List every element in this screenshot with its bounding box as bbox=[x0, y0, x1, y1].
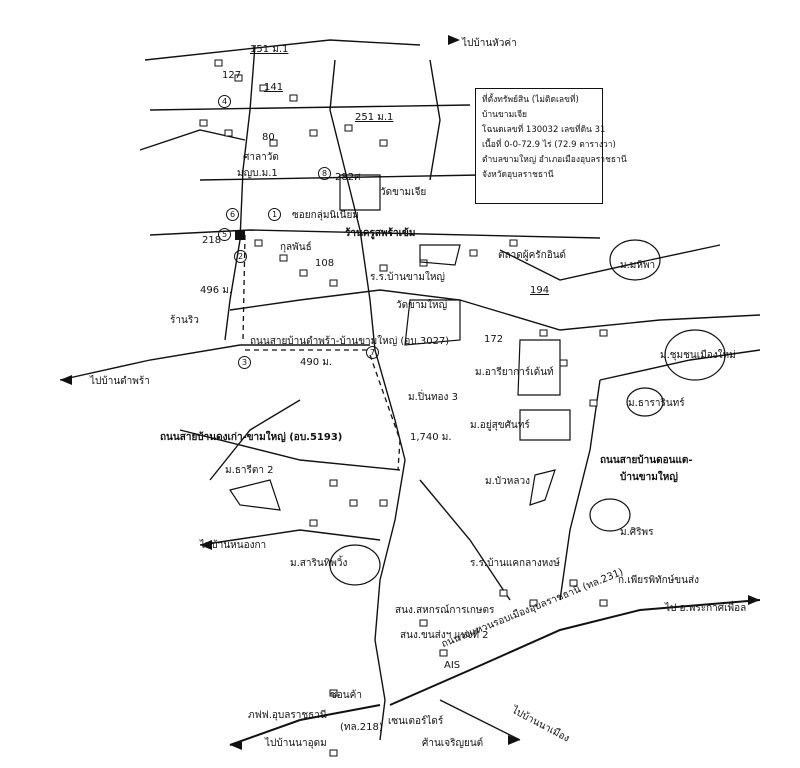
road-label-to-ubon: ไป อ.พระกาศเพื่อล bbox=[665, 603, 747, 614]
distance-194: 194 bbox=[530, 285, 550, 296]
road-label-sam-phrao: ถนนสายบ้านดำพร้า-บ้านขามใหญ่ (อบ.3027) bbox=[250, 336, 450, 347]
label-sala: ศาลาวัด bbox=[243, 152, 279, 163]
road-label-don-kae-2: บ้านขามใหญ่ bbox=[620, 472, 678, 483]
label-kaen: ศ้านเจริญยนต์ bbox=[422, 738, 484, 749]
distance-218: 218 bbox=[202, 235, 222, 246]
marker-2: 2 bbox=[234, 250, 247, 263]
label-office2: สนง.ขนส่งฯ แห่งที่ 2 bbox=[400, 630, 489, 641]
road-label-highway-218: (ทล.218) bbox=[340, 722, 383, 733]
label-m-thurit: ม.ธารีตา 2 bbox=[225, 465, 274, 476]
marker-8: 8 bbox=[318, 167, 331, 180]
label-m-sukhon: ม.ชุมชนเมืองใหม่ bbox=[660, 350, 736, 361]
info-district: ตำบลขามใหญ่ อำเภอเมืองอุบลราชธานี bbox=[482, 155, 627, 165]
distance-108: 108 bbox=[315, 258, 335, 269]
label-kaset: สนง.สหกรณ์การเกษตร bbox=[395, 605, 495, 616]
label-m-siriphorn: ม.ศิริพร bbox=[620, 527, 654, 538]
marker-4: 4 bbox=[218, 95, 231, 108]
label-m-moo: ม.มหิพา bbox=[620, 260, 656, 271]
distance-141: 141 bbox=[264, 82, 284, 93]
marker-3: 3 bbox=[238, 356, 251, 369]
marker-1: 1 bbox=[268, 208, 281, 221]
distance-127: 127 bbox=[222, 70, 242, 81]
label-market: ตลาดผู้ครักอินด์ bbox=[498, 250, 567, 261]
label-m-anusan: ม.อยู่สุขศันทร์ bbox=[470, 420, 530, 431]
label-ais: AIS bbox=[444, 660, 461, 671]
distance-151: 151 ม.1 bbox=[250, 44, 289, 55]
distance-2828: 282ศ bbox=[335, 172, 361, 183]
road-label-to-south-west: ไปบ้านนาอุดม bbox=[265, 738, 327, 749]
property-info-box: ที่ตั้งทรัพย์สิน (ไม่ติดเลขที่) บ้านขามเ… bbox=[475, 88, 627, 204]
label-zone: ชอนค้า bbox=[330, 690, 362, 701]
road-label-to-nong-kha-2: ไปบ้านหนองกา bbox=[200, 540, 267, 551]
label-wat-kham-yai: วัดขามใหญ่ bbox=[396, 300, 448, 311]
marker-7: 7 bbox=[366, 346, 379, 359]
distance-496: 496 ม. bbox=[200, 285, 233, 296]
info-area: เนื้อที่ 0-0-72.9 ไร่ (72.9 ตารางวา) bbox=[482, 140, 616, 150]
info-province: จังหวัดอุบลราชธานี bbox=[482, 170, 554, 180]
marker-6: 6 bbox=[226, 208, 239, 221]
info-deed: โฉนดเลขที่ 130032 เลขที่ดิน 31 bbox=[482, 125, 606, 135]
label-m-thararin: ม.ธารารินทร์ bbox=[628, 398, 685, 409]
label-gos: ก.เพียรพิทักษ์ขนส่ง bbox=[618, 575, 699, 586]
label-m-buahuang: ม.บัวหลวง bbox=[485, 476, 530, 487]
label-m-aree: ม.อารียาการ์เด้นท์ bbox=[475, 367, 554, 378]
label-m-pin: ม.ปิ่นทอง 3 bbox=[408, 392, 458, 403]
label-school-kae: ร.ร.บ้านแคกลางหงษ์ bbox=[470, 558, 560, 569]
road-label-to-nong-kha: ไปบ้านหัวค่า bbox=[462, 38, 517, 49]
label-shop-rian: ร้านริว bbox=[170, 315, 199, 326]
label-soi: ซอยกลุ่มนิเนียม bbox=[292, 210, 359, 221]
distance-1740: 1,740 ม. bbox=[410, 432, 452, 443]
label-pea: ภฟฟ.อุบลราชธานี bbox=[248, 710, 327, 721]
road-label-to-sam-phrao: ไปบ้านดำพร้า bbox=[90, 376, 150, 387]
label-shop: ร้านครูสพร้าเข้ม bbox=[345, 228, 416, 239]
info-village: บ้านขามเจีย bbox=[482, 110, 528, 120]
label-muu1: มญบ.ม.1 bbox=[237, 168, 278, 179]
label-school-kham-yai: ร.ร.บ้านขามใหญ่ bbox=[370, 272, 445, 283]
road-label-dong-kao: ถนนสายบ้านดงเก่า-ขามใหญ่ (อบ.5193) bbox=[160, 432, 343, 443]
road-label-don-kae-1: ถนนสายบ้านดอนแต- bbox=[600, 455, 693, 466]
label-kulphan: กุลพันธ์ bbox=[280, 242, 312, 253]
info-title: ที่ตั้งทรัพย์สิน (ไม่ติดเลขที่) bbox=[482, 95, 579, 105]
distance-172: 172 bbox=[484, 334, 504, 345]
distance-251: 251 ม.1 bbox=[355, 112, 394, 123]
label-m-saranthip: ม.สารินทิพวิ้ง bbox=[290, 558, 348, 569]
label-wat-kham-chia: วัดขามเจีย bbox=[380, 187, 427, 198]
marker-5: 5 bbox=[218, 228, 231, 241]
distance-490: 490 ม. bbox=[300, 357, 333, 368]
label-center: เซนเตอร์ไดร์ bbox=[388, 716, 444, 727]
distance-80: 80 bbox=[262, 132, 275, 143]
